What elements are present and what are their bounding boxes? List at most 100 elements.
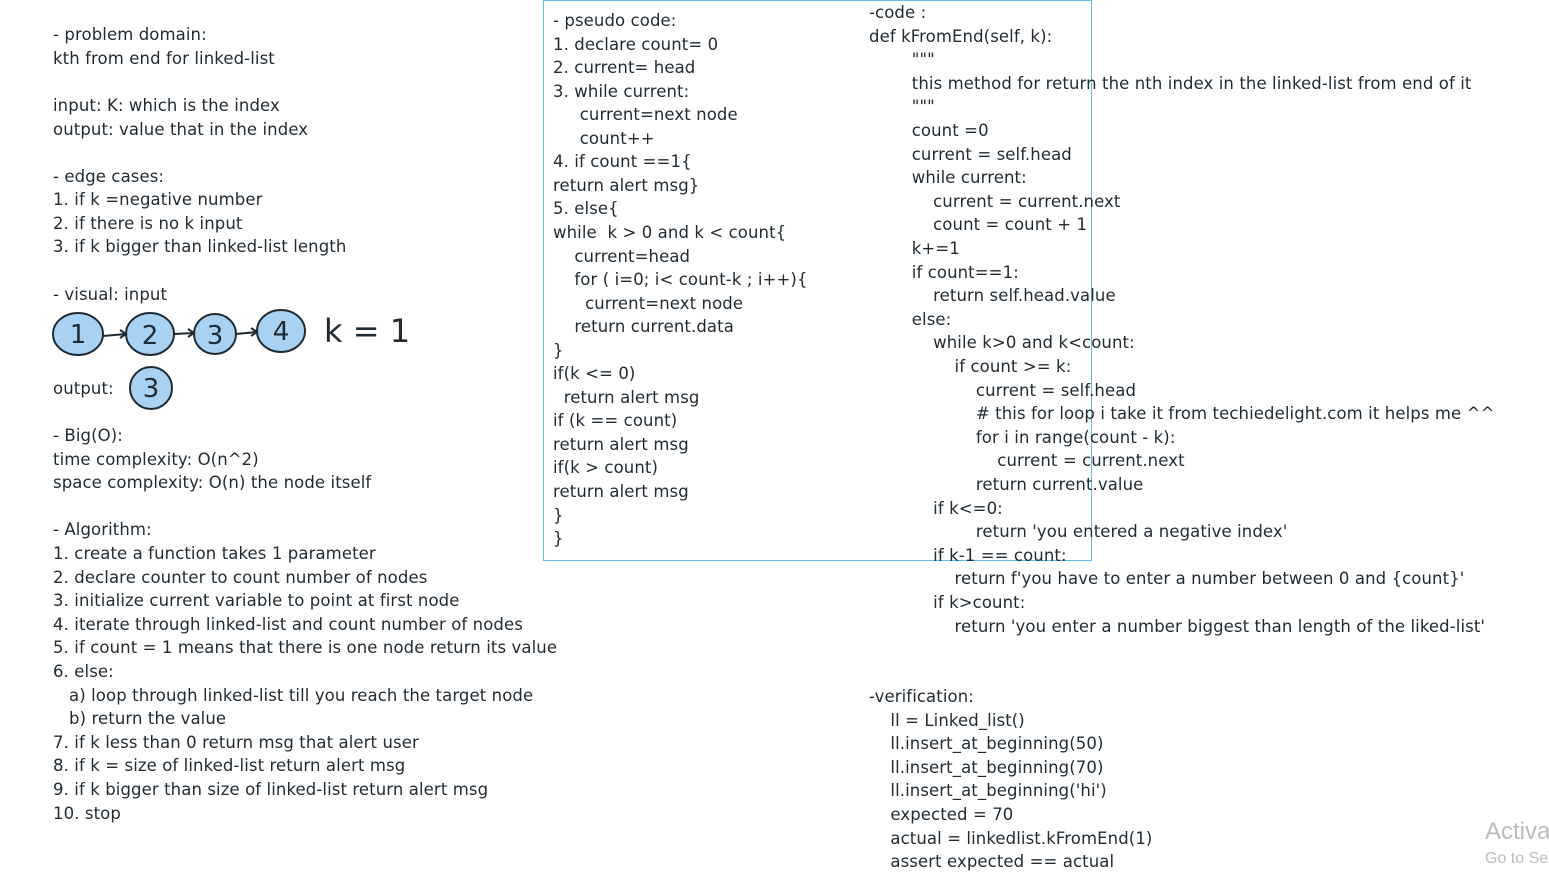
activate-windows-watermark: Activa Go to Se bbox=[1485, 818, 1549, 868]
pseudo-code-line: return alert msg} bbox=[553, 175, 700, 195]
input-description: input: K: which is the index bbox=[53, 96, 280, 115]
code-line: # this for loop i take it from techiedel… bbox=[869, 404, 1495, 424]
code-line: if k>count: bbox=[869, 593, 1026, 612]
verification-line: ll.insert_at_beginning(70) bbox=[869, 757, 1104, 777]
arrow-icon bbox=[102, 329, 128, 339]
code-line: current = self.head bbox=[869, 144, 1072, 164]
verification-line: expected = 70 bbox=[869, 805, 1014, 824]
algorithm-step: 8. if k = size of linked-list return ale… bbox=[53, 756, 406, 776]
edge-case-item: 2. if there is no k input bbox=[53, 214, 243, 233]
code-line: return f'you have to enter a number betw… bbox=[869, 569, 1465, 589]
pseudo-code-line: for ( i=0; i< count-k ; i++){ bbox=[553, 270, 808, 290]
code-line: k+=1 bbox=[869, 239, 960, 258]
node-value: 1 bbox=[70, 320, 87, 350]
big-o-heading: - Big(O): bbox=[53, 426, 123, 445]
pseudo-code-line: current=head bbox=[553, 246, 691, 266]
pseudo-code-line: return alert msg bbox=[553, 387, 700, 407]
node-value: 3 bbox=[207, 321, 224, 351]
pseudo-code-line: - pseudo code: bbox=[553, 11, 677, 30]
pseudo-code-line: if (k == count) bbox=[553, 411, 678, 431]
code-line: while k>0 and k<count: bbox=[869, 333, 1135, 353]
algorithm-step: 3. initialize current variable to point … bbox=[53, 591, 460, 611]
watermark-subtitle: Go to Se bbox=[1485, 850, 1549, 867]
code-line: count =0 bbox=[869, 121, 989, 140]
algorithm-step: 7. if k less than 0 return msg that aler… bbox=[53, 732, 419, 752]
code-line: if count==1: bbox=[869, 262, 1019, 282]
code-line: if count >= k: bbox=[869, 357, 1072, 376]
edge-case-item: 1. if k =negative number bbox=[53, 190, 263, 209]
code-line: return 'you entered a negative index' bbox=[869, 522, 1288, 542]
algorithm-step: 4. iterate through linked-list and count… bbox=[53, 614, 523, 634]
pseudo-code-line: 4. if count ==1{ bbox=[553, 152, 692, 172]
code-line: if k-1 == count: bbox=[869, 545, 1067, 565]
edge-case-item: 3. if k bigger than linked-list length bbox=[53, 237, 347, 256]
pseudo-code-line: } bbox=[553, 340, 564, 360]
pseudo-code-line: 5. else{ bbox=[553, 199, 619, 219]
problem-domain-heading: - problem domain: bbox=[53, 25, 207, 44]
code-line: current = current.next bbox=[869, 191, 1121, 211]
code-line: """ bbox=[869, 97, 935, 117]
linked-list-diagram: 1 2 3 4 k = 1 bbox=[52, 309, 410, 356]
arrow-icon bbox=[235, 327, 259, 337]
code-line: def kFromEnd(self, k): bbox=[869, 26, 1053, 46]
arrow-icon bbox=[173, 328, 196, 338]
code-line: current = current.next bbox=[869, 451, 1185, 471]
code-line: -code : bbox=[869, 3, 927, 22]
code-line: return 'you enter a number biggest than … bbox=[869, 616, 1486, 636]
code-line: while current: bbox=[869, 168, 1027, 188]
pseudo-code-line: return alert msg bbox=[553, 482, 689, 501]
pseudo-code-line: count++ bbox=[553, 128, 655, 148]
code-line: else: bbox=[869, 309, 952, 329]
verification-line: -verification: bbox=[869, 687, 974, 706]
algorithm-step: a) loop through linked-list till you rea… bbox=[53, 685, 534, 705]
list-node bbox=[52, 312, 104, 356]
pseudo-code-line: current=next node bbox=[553, 293, 744, 313]
node-value: 2 bbox=[142, 321, 159, 351]
output-node bbox=[129, 366, 173, 410]
algorithm-step: 5. if count = 1 means that there is one … bbox=[53, 638, 558, 658]
output-node-value: 3 bbox=[143, 374, 160, 404]
output-node-diagram: 3 bbox=[129, 366, 173, 410]
algorithm-step: b) return the value bbox=[53, 709, 227, 729]
algorithm-step: 10. stop bbox=[53, 803, 121, 823]
pseudo-code-line: } bbox=[553, 505, 564, 525]
node-value: 4 bbox=[273, 317, 290, 347]
pseudo-code-line: 1. declare count= 0 bbox=[553, 34, 719, 54]
pseudo-code-line: current=next node bbox=[553, 105, 738, 125]
verification-line: actual = linkedlist.kFromEnd(1) bbox=[869, 828, 1153, 848]
pseudo-code-line: if(k <= 0) bbox=[553, 364, 636, 384]
verification-line: ll.insert_at_beginning('hi') bbox=[869, 781, 1107, 801]
pseudo-code-frame bbox=[543, 0, 1092, 561]
code-column: -code : def kFromEnd(self, k): """ this m… bbox=[869, 0, 1529, 880]
pseudo-code-line: if(k > count) bbox=[553, 458, 658, 478]
code-line: return self.head.value bbox=[869, 286, 1116, 306]
algorithm-heading: - Algorithm: bbox=[53, 520, 152, 539]
algorithm-step: 2. declare counter to count number of no… bbox=[53, 567, 428, 587]
verification-line: ll = Linked_list() bbox=[869, 710, 1025, 730]
space-complexity: space complexity: O(n) the node itself bbox=[53, 473, 372, 492]
pseudo-code-line: return current.data bbox=[553, 317, 734, 337]
visual-heading: - visual: input bbox=[53, 285, 168, 304]
output-description: output: value that in the index bbox=[53, 120, 309, 139]
k-value-label: k = 1 bbox=[324, 312, 410, 350]
code-line: this method for return the nth index in … bbox=[869, 73, 1472, 93]
watermark-title: Activa bbox=[1485, 818, 1549, 845]
time-complexity: time complexity: O(n^2) bbox=[53, 450, 259, 469]
verification-line: assert expected == actual bbox=[869, 852, 1115, 872]
code-line: return current.value bbox=[869, 475, 1144, 494]
code-line: count = count + 1 bbox=[869, 215, 1088, 235]
problem-description: kth from end for linked-list bbox=[53, 49, 275, 68]
pseudo-code-line: while k > 0 and k < count{ bbox=[553, 222, 787, 242]
code-line: """ bbox=[869, 50, 935, 70]
algorithm-step: 6. else: bbox=[53, 662, 114, 681]
pseudo-code-line: return alert msg bbox=[553, 434, 689, 454]
algorithm-step: 9. if k bigger than size of linked-list … bbox=[53, 780, 489, 799]
code-line: for i in range(count - k): bbox=[869, 427, 1176, 447]
verification-line: ll.insert_at_beginning(50) bbox=[869, 734, 1104, 754]
problem-column: - problem domain: kth from end for linke… bbox=[53, 0, 557, 860]
edge-cases-heading: - edge cases: bbox=[53, 167, 165, 186]
code-line: current = self.head bbox=[869, 380, 1137, 400]
pseudo-code-line: 3. while current: bbox=[553, 81, 690, 101]
code-line: if k<=0: bbox=[869, 498, 1003, 518]
